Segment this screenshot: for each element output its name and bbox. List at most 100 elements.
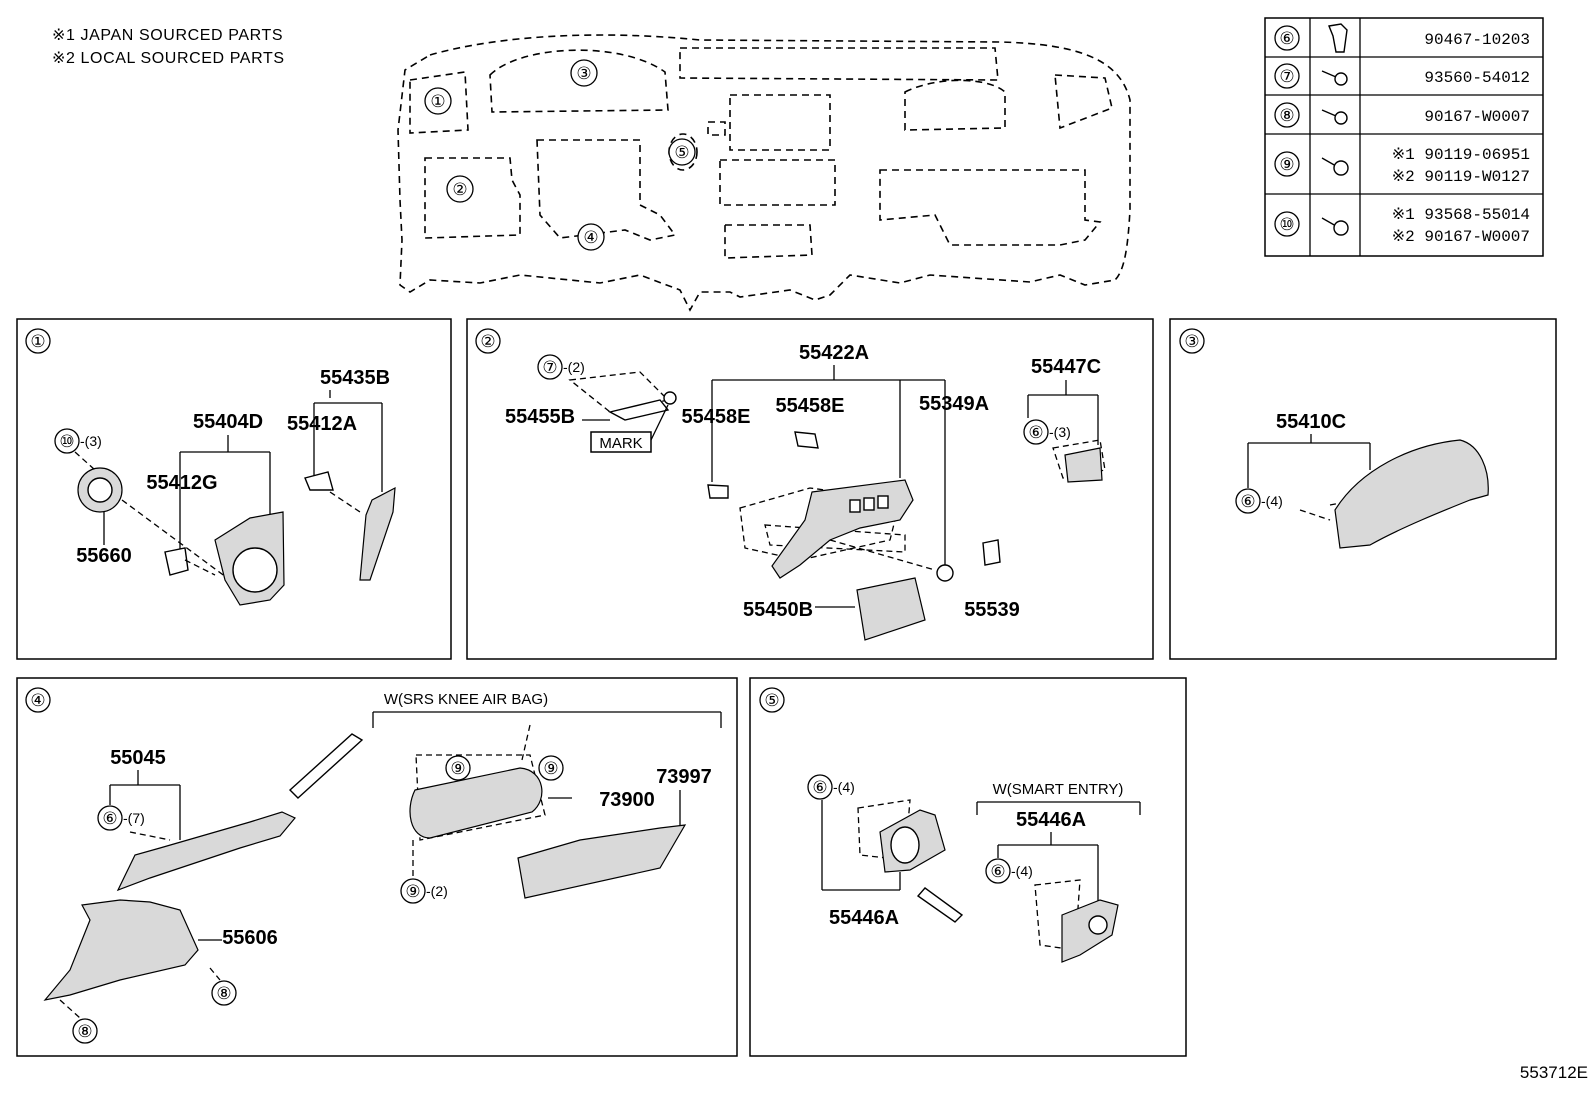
- svg-text:55412A: 55412A: [287, 413, 357, 435]
- svg-text:⑧: ⑧: [77, 1022, 92, 1042]
- svg-text:73900: 73900: [599, 789, 655, 811]
- section-4: ④ W(SRS KNEE AIR BAG) 55045 55606 73900 …: [16, 677, 738, 1057]
- section-1: ① 55435B 55404D 55412A 55412G 55660 ⑩ -(…: [16, 318, 452, 660]
- svg-text:90467-10203: 90467-10203: [1424, 31, 1530, 49]
- callout-8-b: ⑧: [72, 1018, 98, 1044]
- knee-airbag-73900: [409, 767, 543, 839]
- svg-text:⑨: ⑨: [1279, 155, 1294, 175]
- overview-marker-2: ②: [446, 175, 474, 203]
- svg-text:73997: 73997: [656, 766, 712, 788]
- bolt-icon: [1321, 157, 1349, 176]
- screw-icon: [1321, 70, 1348, 86]
- overview-marker-3: ③: [570, 59, 598, 87]
- svg-text:-(3): -(3): [80, 433, 102, 449]
- overview-marker-1: ①: [424, 87, 452, 115]
- svg-text:⑥: ⑥: [1028, 423, 1043, 443]
- svg-text:55045: 55045: [110, 747, 166, 769]
- svg-text:-(4): -(4): [1261, 493, 1283, 509]
- svg-text:-(4): -(4): [833, 779, 855, 795]
- svg-text:55435B: 55435B: [320, 367, 390, 389]
- callout-7: ⑦ -(2): [537, 354, 585, 380]
- svg-text:⑩: ⑩: [59, 432, 74, 452]
- svg-text:⑨: ⑨: [405, 882, 420, 902]
- bracket-55455B: [608, 399, 670, 421]
- svg-text:-(3): -(3): [1049, 424, 1071, 440]
- svg-text:MARK: MARK: [599, 435, 642, 452]
- bolt-icon: [1321, 217, 1349, 236]
- callout-8-a: ⑧: [211, 980, 237, 1006]
- svg-text:⑦: ⑦: [1279, 67, 1294, 87]
- svg-text:⑦: ⑦: [542, 358, 557, 378]
- fastener-row-6: ⑥ 90467-10203: [1274, 23, 1530, 53]
- overview-marker-5: ⑤: [668, 138, 696, 166]
- callout-6-55447C: ⑥ -(3): [1023, 419, 1071, 445]
- mark-label: MARK: [590, 431, 652, 453]
- callout-10: ⑩ -(3): [54, 428, 102, 454]
- svg-text:※2 90167-W0007: ※2 90167-W0007: [1392, 228, 1530, 246]
- svg-text:55447C: 55447C: [1031, 356, 1101, 378]
- svg-text:①: ①: [430, 92, 445, 112]
- callout-9-a: ⑨: [445, 755, 471, 781]
- svg-text:55412G: 55412G: [146, 472, 217, 494]
- note-local-sourced: ※2 LOCAL SOURCED PARTS: [52, 50, 285, 67]
- svg-text:⑧: ⑧: [1279, 106, 1294, 126]
- callout-9-b: ⑨: [538, 755, 564, 781]
- svg-text:④: ④: [30, 691, 45, 711]
- callout-9-c: ⑨ -(2): [400, 878, 448, 904]
- clip-55349A: [936, 564, 954, 582]
- svg-text:55422A: 55422A: [799, 342, 869, 364]
- svg-text:⑩: ⑩: [1279, 215, 1294, 235]
- diagram-code: 553712E: [1520, 1063, 1588, 1082]
- svg-text:⑥: ⑥: [102, 809, 117, 829]
- svg-text:55450B: 55450B: [743, 599, 813, 621]
- svg-text:⑥: ⑥: [990, 862, 1005, 882]
- fastener-table: ⑥ 90467-10203 ⑦ 93560-54012 ⑧ 90167-W000…: [1264, 17, 1544, 257]
- note-japan-sourced: ※1 JAPAN SOURCED PARTS: [52, 27, 284, 44]
- svg-text:W(SRS KNEE AIR BAG): W(SRS KNEE AIR BAG): [384, 691, 548, 708]
- dashboard-overview: [397, 34, 1131, 312]
- svg-text:※1 90119-06951: ※1 90119-06951: [1392, 146, 1530, 164]
- lower-panel-55422A: [771, 479, 914, 579]
- cover-55447C: [1064, 447, 1103, 483]
- knee-panel-73997: [517, 824, 687, 899]
- svg-text:-(2): -(2): [563, 359, 585, 375]
- svg-text:55446A: 55446A: [829, 907, 899, 929]
- svg-text:⑥: ⑥: [1279, 29, 1294, 49]
- callout-6-55410C: ⑥ -(4): [1235, 488, 1283, 514]
- clip-55458E: [794, 431, 819, 449]
- section-3: ③ 55410C ⑥ -(4): [1169, 318, 1557, 660]
- svg-text:※2 90119-W0127: ※2 90119-W0127: [1392, 168, 1530, 186]
- callout-6-55446A-a: ⑥ -(4): [807, 774, 855, 800]
- clip-55458E-b: [707, 484, 729, 499]
- clip-icon: [1328, 23, 1348, 53]
- part-55539: [982, 539, 1001, 566]
- bracket-55412G: [164, 547, 189, 576]
- svg-text:55455B: 55455B: [505, 406, 575, 428]
- svg-text:③: ③: [1184, 332, 1199, 352]
- svg-text:55446A: 55446A: [1016, 809, 1086, 831]
- svg-text:93560-54012: 93560-54012: [1424, 69, 1530, 87]
- bracket-55412A: [304, 471, 334, 491]
- svg-text:55606: 55606: [222, 927, 278, 949]
- svg-text:55539: 55539: [964, 599, 1020, 621]
- svg-text:④: ④: [583, 228, 598, 248]
- svg-text:⑤: ⑤: [764, 691, 779, 711]
- svg-text:55458E: 55458E: [776, 395, 845, 417]
- fastener-row-9: ⑨ ※1 90119-06951 ※2 90119-W0127: [1274, 146, 1530, 186]
- svg-text:※1 93568-55014: ※1 93568-55014: [1392, 206, 1530, 224]
- section-2: ② 55422A 55447C 55455B 55458E 55458E 553…: [466, 318, 1154, 660]
- svg-text:-(2): -(2): [426, 883, 448, 899]
- svg-text:③: ③: [576, 64, 591, 84]
- box-55450B: [856, 577, 926, 641]
- vent-bezel-55404D: [214, 511, 285, 606]
- svg-text:⑨: ⑨: [543, 759, 558, 779]
- svg-text:55458E: 55458E: [682, 406, 751, 428]
- svg-text:55404D: 55404D: [193, 411, 263, 433]
- svg-text:⑥: ⑥: [1240, 492, 1255, 512]
- cluster-finish-55410C: [1334, 439, 1489, 549]
- svg-text:-(7): -(7): [123, 810, 145, 826]
- fastener-row-8: ⑧ 90167-W0007: [1274, 102, 1530, 128]
- arrow-icon: [288, 733, 364, 799]
- svg-text:⑤: ⑤: [674, 143, 689, 163]
